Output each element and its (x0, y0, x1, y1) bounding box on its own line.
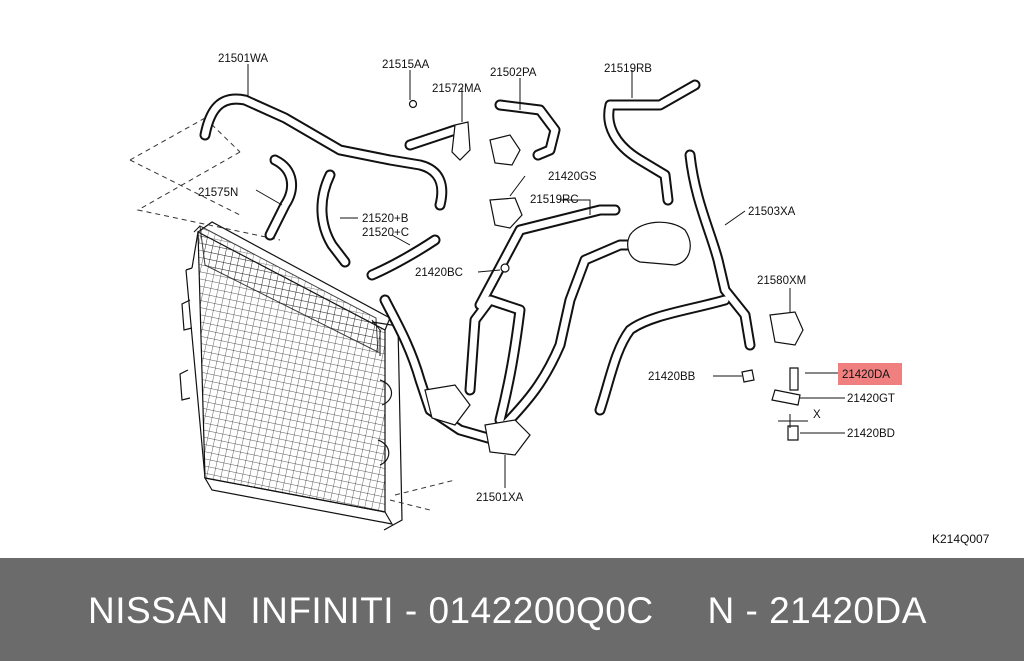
label-21572ma[interactable]: 21572MA (432, 83, 482, 95)
plug-21515aa (408, 99, 418, 109)
label-21519rb[interactable]: 21519RB (604, 63, 652, 75)
label-21503xa[interactable]: 21503XA (748, 206, 796, 218)
components (408, 99, 804, 456)
water-outlet (484, 419, 531, 456)
bolt-21420da (789, 367, 799, 391)
clip-21420bb (741, 369, 755, 383)
label-21420bc[interactable]: 21420BC (415, 267, 463, 279)
label-21520b[interactable]: 21520+B (362, 213, 409, 225)
label-21420gs[interactable]: 21420GS (548, 171, 597, 183)
reference-lines (129, 117, 456, 511)
label-21519rc[interactable]: 21519RC (530, 194, 579, 206)
part-number-caption: NISSAN INFINITI - 0142200Q0C N - 21420DA (88, 590, 927, 631)
hoses (199, 79, 756, 446)
bolt-21420bd (787, 425, 799, 441)
leader-lines (247, 64, 845, 488)
condenser (193, 225, 381, 356)
label-21515aa[interactable]: 21515AA (382, 59, 430, 71)
label-21501xa[interactable]: 21501XA (476, 492, 524, 504)
label-21501wa[interactable]: 21501WA (218, 53, 268, 65)
radiator (179, 221, 403, 531)
water-valve (489, 134, 521, 166)
label-21575n[interactable]: 21575N (198, 187, 238, 199)
footer-bar (0, 558, 1024, 661)
clip-21420gt (771, 389, 801, 406)
label-21420da[interactable]: 21420DA (842, 369, 890, 381)
label-21420bd[interactable]: 21420BD (847, 428, 895, 440)
diagram-svg: 21501WA 21515AA 21572MA 21502PA 21519RB … (129, 53, 990, 546)
pump-body (489, 197, 523, 229)
label-21580xm[interactable]: 21580XM (757, 275, 806, 287)
part-labels: 21501WA 21515AA 21572MA 21502PA 21519RB … (198, 53, 990, 546)
label-21520c[interactable]: 21520+C (362, 227, 409, 239)
label-x: X (813, 409, 821, 421)
inlet-cluster (424, 384, 471, 426)
thermostat-housing (769, 311, 804, 346)
clip-21420bc (500, 263, 510, 273)
parts-diagram: 21501WA 21515AA 21572MA 21502PA 21519RB … (129, 53, 990, 546)
label-21420bb[interactable]: 21420BB (648, 371, 696, 383)
diagram-code: K214Q007 (932, 532, 990, 546)
highlight-box (838, 363, 902, 385)
label-21420gt[interactable]: 21420GT (847, 393, 895, 405)
reservoir-tank (627, 221, 691, 266)
bracket (451, 121, 471, 161)
label-21502pa[interactable]: 21502PA (490, 67, 537, 79)
